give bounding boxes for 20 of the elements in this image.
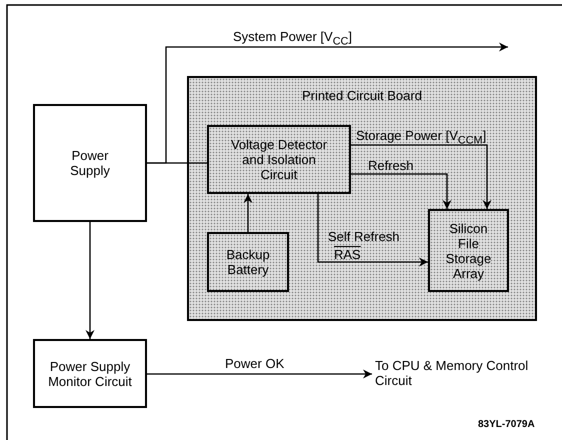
panel-title: Printed Circuit Board	[301, 88, 423, 103]
storage-array-box: Silicon File Storage Array	[428, 209, 509, 292]
edge-label: Refresh	[368, 158, 414, 173]
connector-arrow	[147, 42, 508, 164]
connector-arrow	[351, 173, 452, 209]
signal-name: RAS	[334, 247, 361, 262]
circuit-board-panel	[187, 76, 537, 321]
destination-text: To CPU & Memory Control Circuit	[375, 358, 530, 388]
edge-label: System Power [V$_{CC}$]	[233, 29, 352, 50]
edge-label: Self Refresh	[328, 229, 400, 244]
battery-box: Backup Battery	[207, 232, 289, 292]
edge-label: Storage Power [V$_{CCM}$]	[356, 128, 486, 149]
monitor-circuit-box: Power Supply Monitor Circuit	[33, 339, 147, 408]
detector-circuit-box: Voltage Detector and Isolation Circuit	[207, 125, 351, 194]
connector-arrow	[86, 222, 94, 339]
connector-arrow	[317, 194, 428, 266]
figure-code: 83YL-7079A	[478, 418, 535, 432]
connector-arrow	[147, 370, 372, 378]
power-supply-box: Power Supply	[33, 104, 147, 222]
edge-label: Power OK	[225, 356, 284, 371]
